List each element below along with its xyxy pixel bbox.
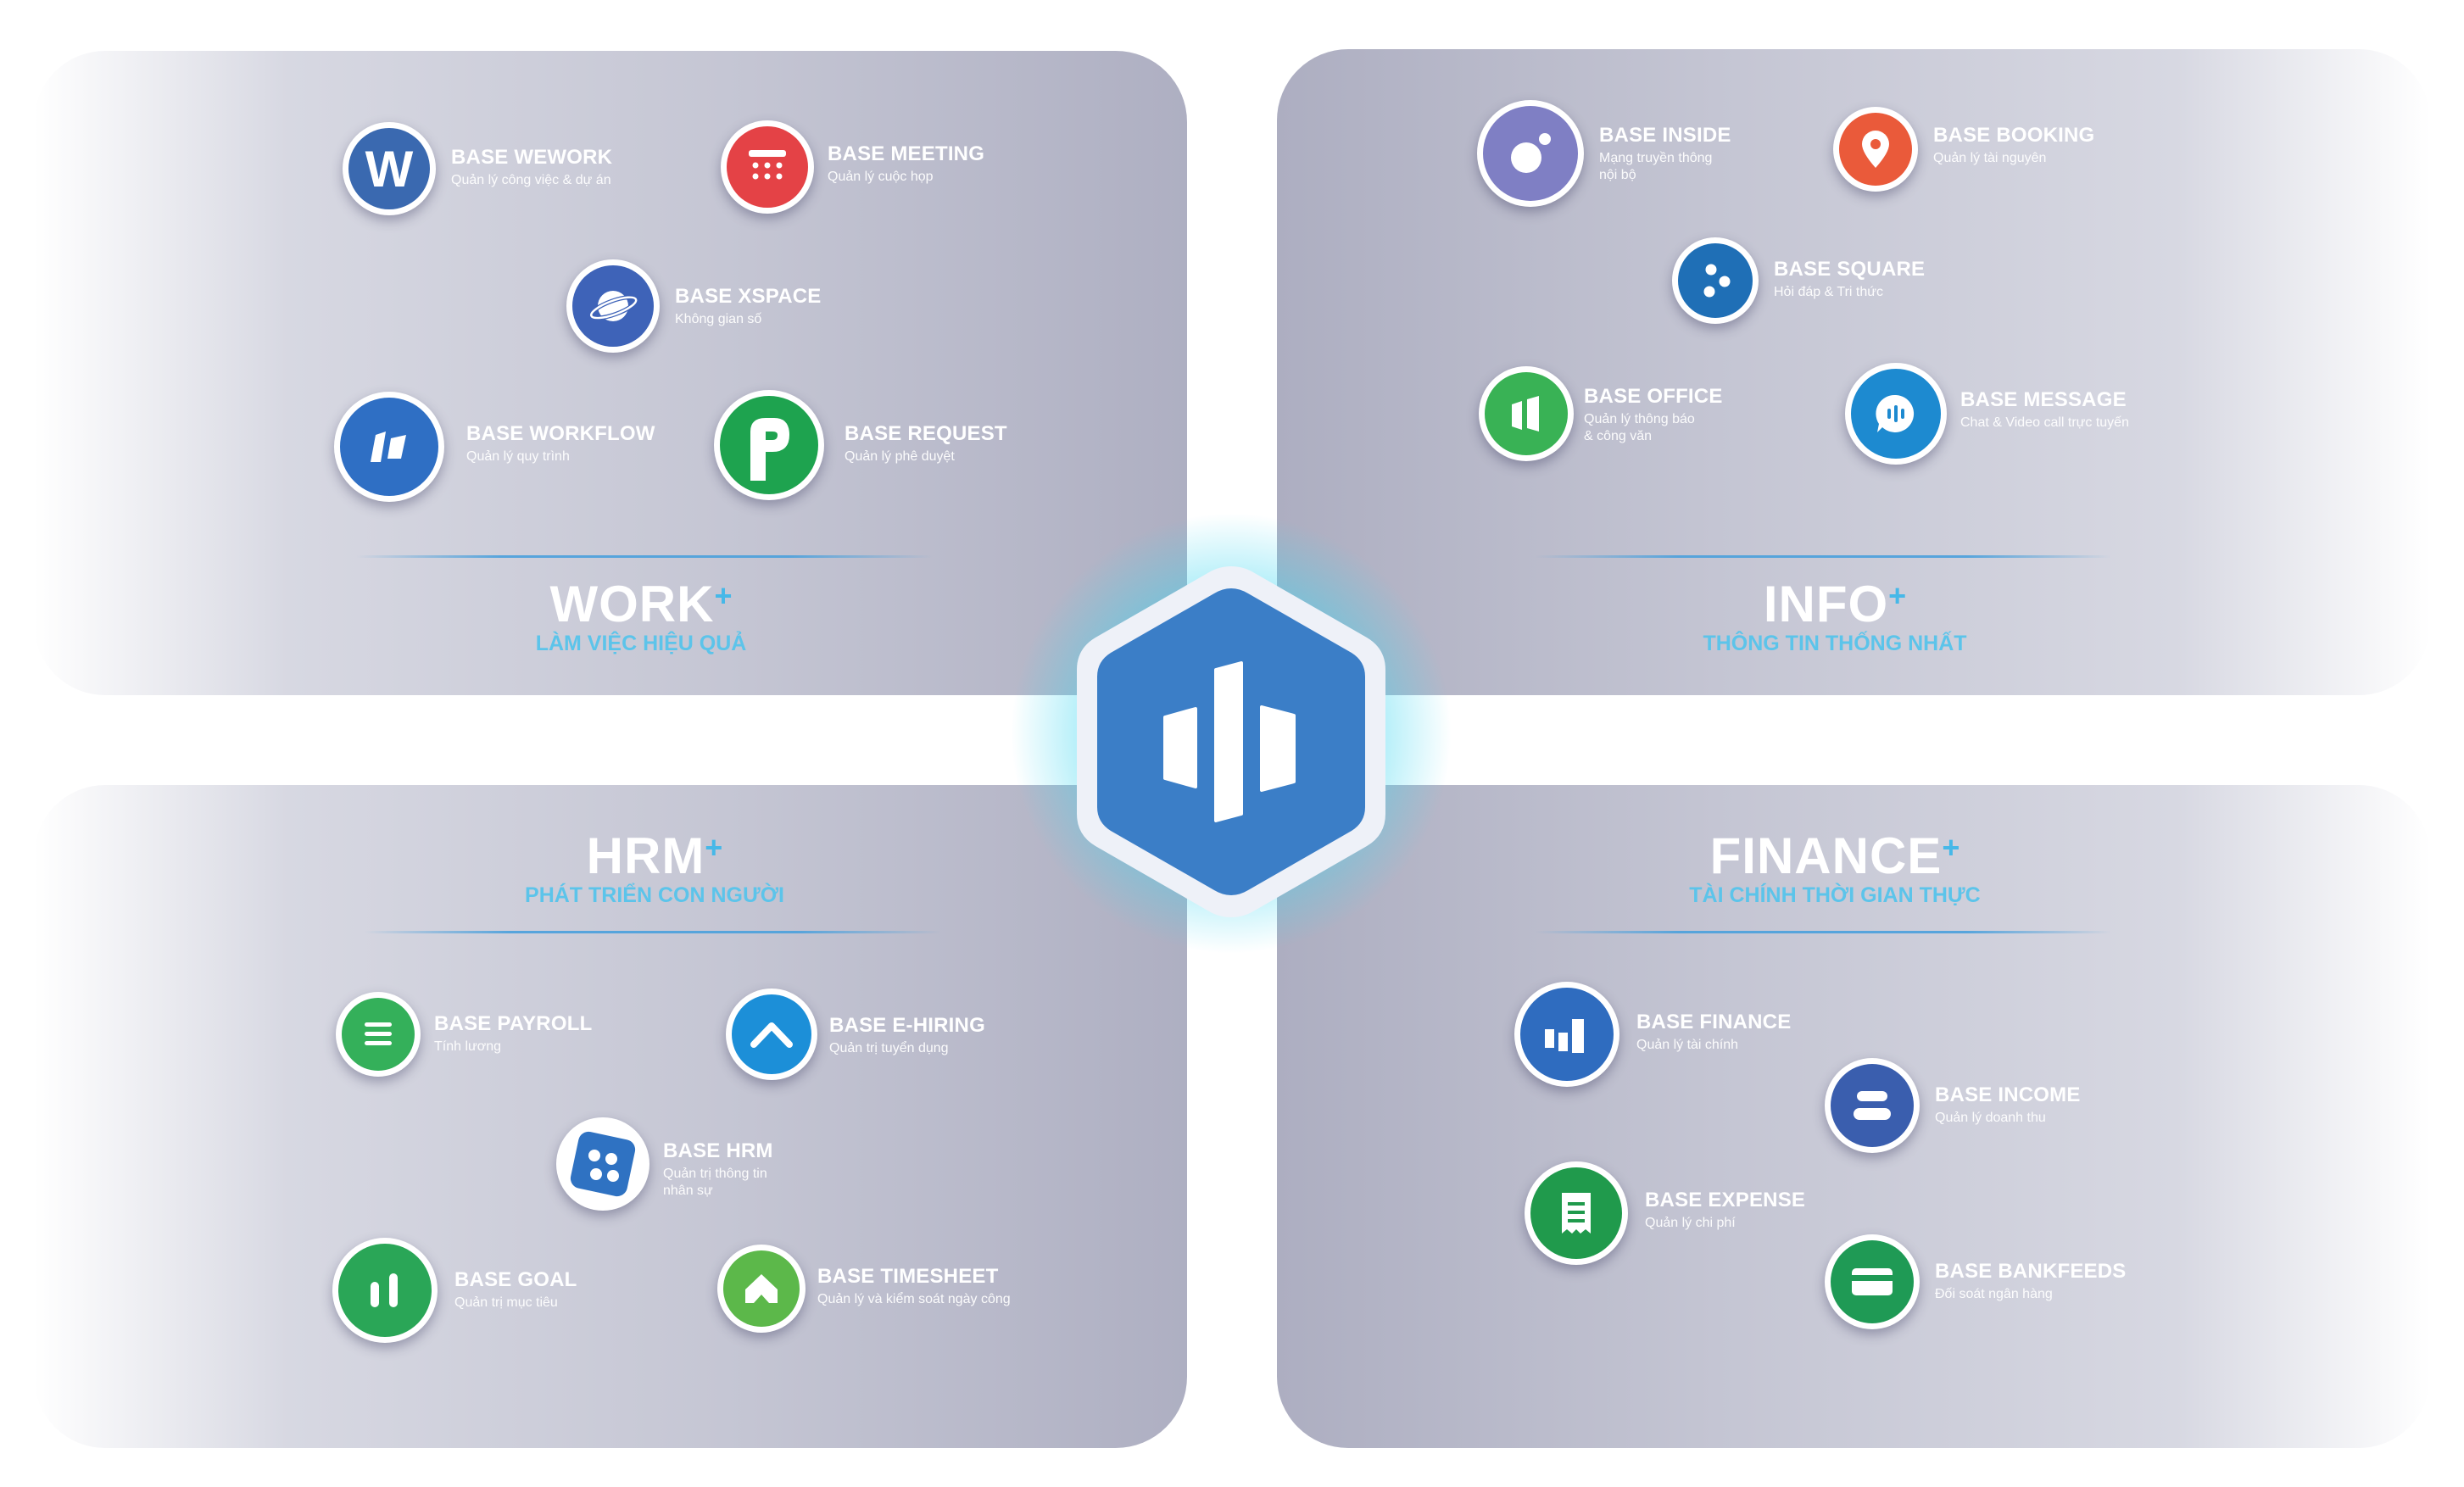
- item-desc: Tính lương: [434, 1039, 502, 1054]
- item-title: BASE WORKFLOW: [466, 422, 655, 445]
- bankfeeds-card-icon: [1825, 1234, 1920, 1329]
- hrm-title: HRM+ PHÁT TRIỂN CON NGƯỜI: [358, 827, 951, 908]
- item-desc-2: nhân sự: [663, 1183, 713, 1198]
- section-name: WORK: [549, 576, 715, 632]
- section-name: INFO: [1763, 576, 1889, 632]
- wework-w-icon: W: [343, 122, 436, 215]
- timesheet-house-icon: [717, 1245, 806, 1333]
- item-title: BASE WEWORK: [451, 146, 613, 169]
- item-desc: Quản trị tuyển dụng: [829, 1041, 949, 1055]
- item-desc-2: & công văn: [1584, 429, 1653, 443]
- section-name: FINANCE: [1709, 827, 1943, 884]
- work-divider: [356, 555, 933, 558]
- section-plus: +: [1888, 578, 1907, 613]
- item-title: BASE GOAL: [454, 1268, 577, 1291]
- item-desc: Chat & Video call trực tuyến: [1960, 415, 2129, 430]
- section-subtitle: PHÁT TRIỂN CON NGƯỜI: [525, 883, 784, 907]
- item-desc: Quản trị mục tiêu: [454, 1295, 558, 1310]
- item-title: BASE BOOKING: [1933, 124, 2095, 147]
- work-title: WORK+ LÀM VIỆC HIỆU QUẢ: [344, 575, 938, 656]
- item-title: BASE HRM: [663, 1139, 773, 1162]
- base-logo-icon[interactable]: [1070, 560, 1392, 924]
- expense-receipt-icon: [1525, 1161, 1628, 1265]
- item-title: BASE FINANCE: [1636, 1011, 1792, 1033]
- item-desc: Quản lý chi phí: [1645, 1216, 1736, 1230]
- item-desc: Quản lý doanh thu: [1935, 1111, 2046, 1125]
- finance-divider: [1535, 931, 2111, 933]
- message-chat-icon: [1845, 363, 1947, 465]
- item-title: BASE OFFICE: [1584, 385, 1723, 408]
- item-desc: Quản lý và kiểm soát ngày công: [817, 1292, 1011, 1306]
- item-title: BASE MESSAGE: [1960, 388, 2127, 411]
- item-desc: Mạng truyền thông: [1599, 151, 1713, 165]
- item-desc: Quản lý tài nguyên: [1933, 151, 2047, 165]
- item-desc: Quản lý cuộc họp: [828, 170, 934, 184]
- item-title: BASE INSIDE: [1599, 124, 1731, 147]
- hrm-dots-icon: [556, 1117, 649, 1211]
- item-title: BASE PAYROLL: [434, 1012, 593, 1035]
- info-divider: [1535, 555, 2111, 558]
- item-title: BASE XSPACE: [675, 285, 822, 308]
- meeting-calendar-icon: [721, 120, 814, 214]
- item-desc: Quản lý thông báo: [1584, 412, 1695, 426]
- section-subtitle: THÔNG TIN THỐNG NHẤT: [1703, 632, 1967, 655]
- section-name: HRM: [586, 827, 705, 884]
- section-plus: +: [714, 578, 733, 613]
- section-plus: +: [705, 830, 723, 865]
- item-title: BASE INCOME: [1935, 1083, 2081, 1106]
- square-dots-icon: [1672, 237, 1759, 324]
- item-desc: Quản lý phê duyệt: [845, 449, 955, 464]
- hrm-divider: [365, 931, 941, 933]
- inside-bubble-icon: [1477, 100, 1584, 207]
- finance-chart-icon: [1514, 982, 1619, 1087]
- item-desc: Hỏi đáp & Tri thức: [1774, 285, 1883, 299]
- work-panel: [34, 51, 1187, 695]
- item-title: BASE REQUEST: [845, 422, 1007, 445]
- item-title: BASE TIMESHEET: [817, 1265, 999, 1288]
- item-desc: Quản lý quy trình: [466, 449, 570, 464]
- section-subtitle: LÀM VIỆC HIỆU QUẢ: [535, 632, 747, 655]
- item-desc: Quản trị thông tin: [663, 1167, 767, 1181]
- xspace-planet-icon: [566, 259, 660, 353]
- item-title: BASE SQUARE: [1774, 258, 1926, 281]
- section-subtitle: TÀI CHÍNH THỜI GIAN THỰC: [1689, 883, 1981, 907]
- info-title: INFO+ THÔNG TIN THỐNG NHẤT: [1538, 575, 2132, 656]
- finance-title: FINANCE+ TÀI CHÍNH THỜI GIAN THỰC: [1538, 827, 2132, 908]
- payroll-list-icon: [336, 992, 421, 1077]
- item-desc: Quản lý tài chính: [1636, 1038, 1739, 1052]
- item-title: BASE BANKFEEDS: [1935, 1260, 2127, 1283]
- item-title: BASE E-HIRING: [829, 1014, 985, 1037]
- item-desc: Không gian số: [675, 312, 762, 326]
- income-stack-icon: [1825, 1058, 1920, 1153]
- item-desc: Quản lý công việc & dự án: [451, 173, 611, 187]
- item-desc: Đối soát ngân hàng: [1935, 1287, 2053, 1301]
- section-plus: +: [1942, 830, 1960, 865]
- office-bars-icon: [1479, 366, 1574, 461]
- item-title: BASE MEETING: [828, 142, 985, 165]
- workflow-icon: [334, 392, 444, 502]
- hrm-panel: [34, 785, 1187, 1448]
- goal-bars-icon: [332, 1238, 438, 1343]
- item-title: BASE EXPENSE: [1645, 1189, 1806, 1211]
- request-r-icon: [714, 390, 824, 500]
- booking-pin-icon: [1833, 107, 1918, 192]
- ehiring-chevron-icon: [726, 989, 817, 1080]
- item-desc-2: nội bộ: [1599, 168, 1636, 182]
